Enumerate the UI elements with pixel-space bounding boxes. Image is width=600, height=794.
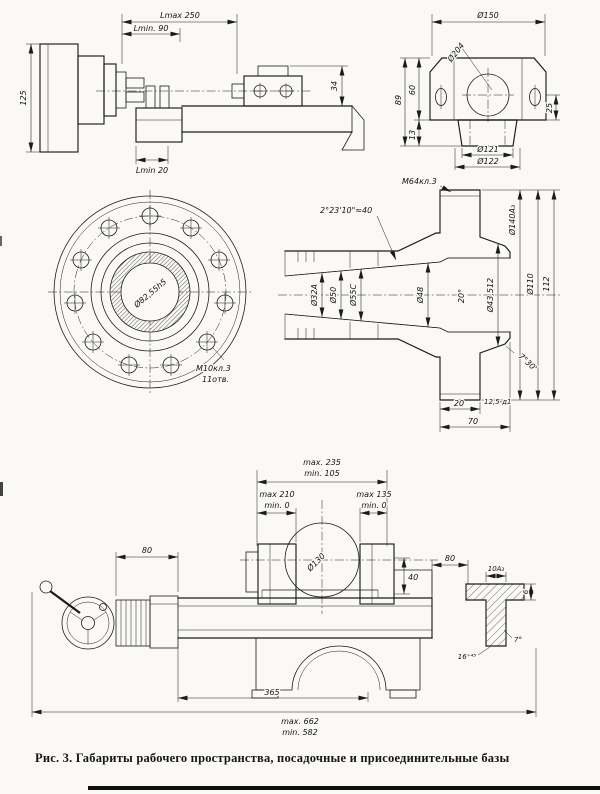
view-spindle-section: 2°23'10"≈40 М64кл.3 Ø32A Ø50 Ø55С Ø48 20… bbox=[278, 176, 562, 432]
bolt-hole bbox=[207, 248, 231, 272]
callout-taper: 2°23'10"≈40 bbox=[320, 206, 372, 215]
callout-holes: 11отв. bbox=[202, 375, 229, 384]
dim-d50: Ø50 bbox=[328, 287, 338, 304]
bolt-hole bbox=[138, 204, 162, 228]
bolt-hole bbox=[117, 353, 141, 377]
bolt-hole bbox=[97, 216, 121, 240]
dim-d130: Ø130 bbox=[304, 551, 327, 574]
dim-80-right: 80 bbox=[445, 554, 455, 563]
dim-max235: max. 235 bbox=[303, 458, 341, 467]
dim-40: 40 bbox=[408, 573, 418, 582]
lever-ball bbox=[39, 580, 53, 594]
dim-max662: max. 662 bbox=[281, 717, 319, 726]
dim-min0-left: min. 0 bbox=[264, 501, 289, 510]
dim-lmax: Lmax 250 bbox=[160, 11, 200, 20]
dim-rail-thickness: 6 bbox=[522, 589, 530, 594]
view-headstock-end: Ø204 Ø150 89 60 13 Ø121 Ø122 25 bbox=[393, 9, 560, 170]
bolt-hole bbox=[179, 216, 203, 240]
dim-89: 89 bbox=[394, 95, 403, 105]
dim-70: 70 bbox=[468, 417, 478, 426]
dim-rail-angle: 7° bbox=[514, 636, 522, 644]
bed-end-section bbox=[341, 104, 365, 151]
crank-knob bbox=[99, 603, 107, 611]
dim-d48: Ø48 bbox=[415, 287, 425, 304]
dim-d150: Ø150 bbox=[476, 10, 499, 20]
spindle-wall-bottom bbox=[284, 313, 511, 401]
view-front-elevation: max. 235 min. 105 max 210 min. 0 max 135… bbox=[31, 457, 537, 738]
dim-13: 13 bbox=[408, 130, 417, 140]
dim-rail-height: 16⁺⁴⁵ bbox=[458, 653, 476, 661]
dim-60: 60 bbox=[408, 85, 417, 95]
flange-outer-circle bbox=[53, 195, 247, 389]
bolt-hole bbox=[159, 353, 183, 377]
bore-circle bbox=[120, 262, 180, 322]
dim-d32: Ø32A bbox=[309, 284, 319, 307]
dim-min582: min. 582 bbox=[282, 728, 317, 737]
dim-d55: Ø55С bbox=[348, 284, 358, 307]
view-spindle-flange: Ø82,55h5 М10кл.3 11отв. bbox=[48, 190, 252, 394]
dim-d122: Ø122 bbox=[476, 156, 499, 166]
swing-circle bbox=[284, 522, 360, 598]
figure-caption: Рис. 3. Габариты рабочего пространства, … bbox=[35, 751, 509, 765]
dim-d121: Ø121 bbox=[476, 144, 499, 154]
callout-thread-m64: М64кл.3 bbox=[402, 177, 437, 186]
view-side-elevation: Lmax 250 Lmin. 90 125 Lmin 20 34 bbox=[18, 10, 365, 176]
bolt-hole bbox=[69, 248, 93, 272]
bolt-circle bbox=[73, 215, 227, 369]
rail-section bbox=[465, 583, 525, 647]
bolt-hole bbox=[213, 291, 237, 315]
saddle-arch bbox=[255, 637, 421, 691]
dim-34: 34 bbox=[330, 81, 339, 91]
handwheel bbox=[61, 596, 115, 650]
dim-125: 125 bbox=[19, 90, 28, 105]
dim-365: 365 bbox=[264, 688, 279, 697]
dim-min105: min. 105 bbox=[304, 469, 339, 478]
dim-d204: Ø204 bbox=[444, 41, 466, 65]
dim-d43: Ø43,512 bbox=[485, 278, 495, 313]
scan-artifacts bbox=[0, 236, 600, 790]
dim-angle20: 20° bbox=[457, 289, 466, 303]
bolt-hole bbox=[63, 291, 87, 315]
dim-lmin: Lmin. 90 bbox=[134, 24, 169, 33]
quill-block bbox=[359, 543, 395, 605]
dim-20: 20 bbox=[454, 399, 464, 408]
dim-max210: max 210 bbox=[259, 490, 294, 499]
dim-25: 25 bbox=[545, 103, 554, 113]
dim-rail-width: 10A₃ bbox=[488, 565, 505, 573]
bolt-hole bbox=[81, 330, 105, 354]
callout-thread: М10кл.3 bbox=[196, 364, 231, 373]
spindle-wall-top bbox=[284, 189, 511, 277]
dim-112: 112 bbox=[542, 276, 551, 291]
dim-min0-right: min. 0 bbox=[361, 501, 386, 510]
dim-80-left: 80 bbox=[142, 546, 152, 555]
dim-max135: max 135 bbox=[356, 490, 391, 499]
dim-d140: Ø140A₃ bbox=[507, 205, 517, 236]
dim-lmin20: Lmin 20 bbox=[136, 166, 168, 175]
callout-roughness: 12,5-д1 bbox=[484, 398, 511, 406]
dim-d110: Ø110 bbox=[525, 273, 535, 296]
chuck-block bbox=[257, 543, 297, 605]
